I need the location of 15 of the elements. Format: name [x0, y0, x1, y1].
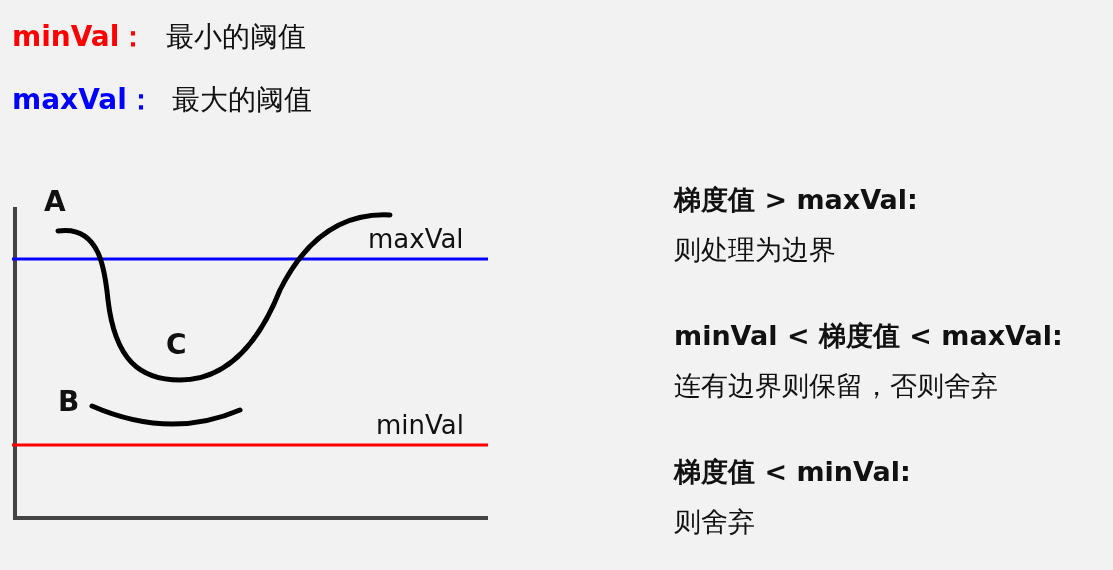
- rule-heading: 梯度值 < minVal:: [674, 456, 911, 489]
- threshold-description: 最小的阈值: [166, 20, 306, 54]
- curve-label: C: [166, 328, 187, 362]
- rule-description: 则处理为边界: [674, 234, 836, 267]
- threshold-description: 最大的阈值: [172, 83, 312, 117]
- curve-label: B: [58, 385, 80, 419]
- rule-heading: 梯度值 > maxVal:: [674, 184, 918, 217]
- curve-label: A: [44, 185, 66, 219]
- threshold-name: maxVal：: [12, 83, 155, 117]
- threshold-name: minVal：: [12, 20, 148, 54]
- rule-description: 则舍弃: [674, 506, 755, 539]
- rule-description: 连有边界则保留，否则舍弃: [674, 370, 998, 403]
- rule-heading: minVal < 梯度值 < maxVal:: [674, 320, 1063, 353]
- line-label: minVal: [376, 410, 464, 442]
- line-label: maxVal: [368, 224, 464, 256]
